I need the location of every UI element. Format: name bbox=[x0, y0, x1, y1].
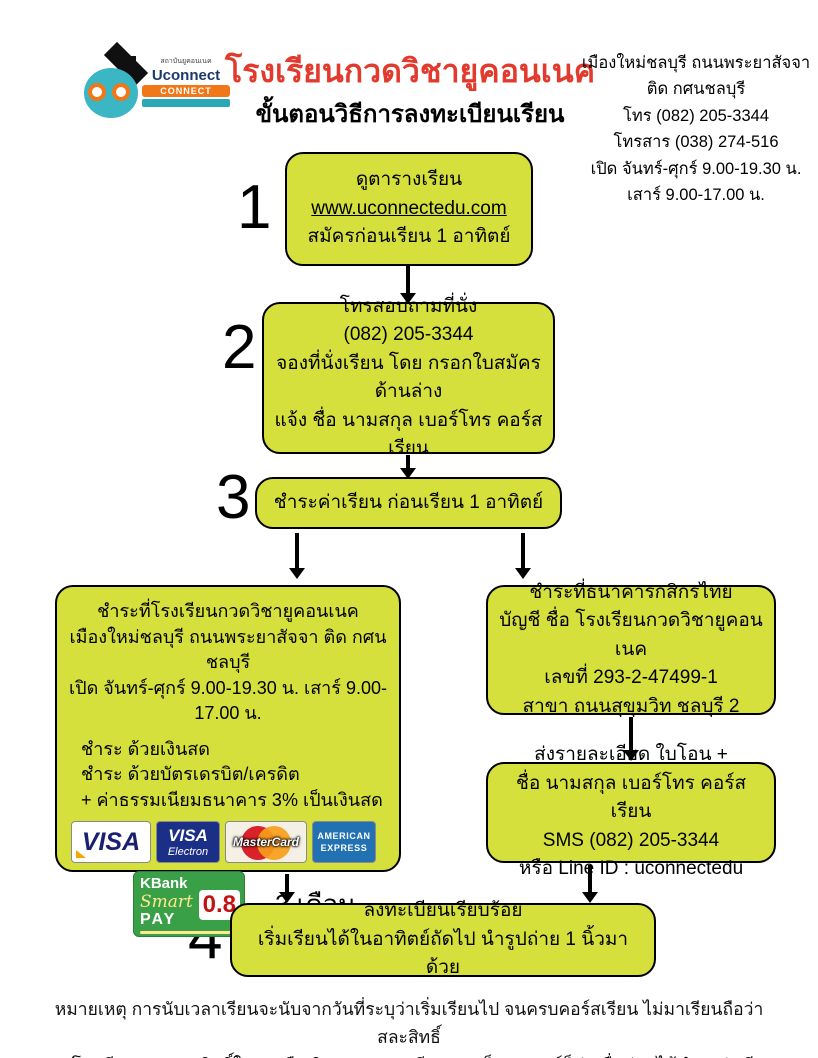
step4-line: เริ่มเรียนได้ในอาทิตย์ถัดไป นำรูปถ่าย 1 … bbox=[257, 928, 629, 979]
graduation-cap-base bbox=[118, 56, 136, 66]
mastercard-label: MasterCard bbox=[232, 834, 300, 849]
arrow-step2-to-step3 bbox=[400, 455, 416, 479]
glasses-left-lens-icon bbox=[88, 83, 106, 101]
pay-label: PAY bbox=[140, 911, 177, 929]
amex-logo: AMERICAN EXPRESS bbox=[312, 821, 376, 864]
glasses-right-lens-icon bbox=[112, 83, 130, 101]
step2-line: จองที่นั่งเรียน โดย กรอกใบสมัครด้านล่าง bbox=[276, 352, 541, 403]
pay-school-line: เปิด จันทร์-ศุกร์ 9.00-19.30 น. เสาร์ 9.… bbox=[69, 677, 387, 724]
step-1-box: ดูตารางเรียน www.uconnectedu.com สมัครก่… bbox=[285, 152, 533, 266]
logo-text: สถาบันยูคอนเนค Uconnect CONNECT bbox=[142, 56, 230, 107]
send-slip-line: ส่งรายละเอียด ใบโอน + bbox=[534, 744, 728, 766]
step1-line: สมัครก่อนเรียน 1 อาทิตย์ bbox=[307, 226, 511, 248]
step2-phone: (082) 205-3344 bbox=[343, 324, 474, 345]
send-slip-line: ชื่อ นามสกุล เบอร์โทร คอร์สเรียน bbox=[515, 772, 747, 823]
logo-top-text: สถาบันยูคอนเนค bbox=[160, 58, 212, 65]
arrow-step3-to-pay-bank bbox=[515, 533, 531, 579]
pay-method-line: ชำระ ด้วยบัตรเดรบิต/เครดิต bbox=[81, 764, 300, 785]
arrow-step1-to-step2 bbox=[400, 266, 416, 304]
amex-label-top: AMERICAN bbox=[317, 831, 371, 842]
arrow-slip-to-final bbox=[582, 865, 598, 903]
website-link: www.uconnectedu.com bbox=[311, 197, 507, 219]
mastercard-logo: MasterCard bbox=[225, 821, 307, 864]
pay-bank-line: บัญชี ชื่อ โรงเรียนกวดวิชายูคอนเนค bbox=[499, 610, 763, 660]
card-logos-row: VISA VISA Electron MasterCard AMERICAN E… bbox=[67, 821, 389, 864]
page-subtitle: ขั้นตอนวิธีการลงทะเบียนเรียน bbox=[255, 101, 565, 128]
visa-label: VISA bbox=[81, 827, 141, 856]
footnote: หมายเหตุ การนับเวลาเรียนจะนับจากวันที่ระ… bbox=[40, 995, 778, 1058]
contact-line: โทรสาร (038) 274-516 bbox=[613, 133, 779, 152]
amex-label-bottom: EXPRESS bbox=[320, 843, 368, 854]
step2-line: แจ้ง ชื่อ นามสกุล เบอร์โทร คอร์สเรียน bbox=[274, 409, 543, 460]
account-number: เลขที่ 293-2-47499-1 bbox=[544, 667, 718, 689]
send-slip-box: ส่งรายละเอียด ใบโอน + ชื่อ นามสกุล เบอร์… bbox=[486, 744, 776, 879]
step-number-1: 1 bbox=[237, 173, 272, 242]
electron-visa-label: VISA bbox=[168, 825, 208, 845]
pay-bank-line: สาขา ถนนสุขุมวิท ชลบุรี 2 bbox=[522, 695, 740, 717]
step3-line: ชำระค่าเรียน ก่อนเรียน 1 อาทิตย์ bbox=[273, 491, 544, 513]
logo-ribbon: CONNECT bbox=[142, 85, 230, 97]
uconnect-logo: สถาบันยูคอนเนค Uconnect CONNECT bbox=[78, 40, 230, 122]
pay-at-bank-box: ชำระที่ธนาคารกสิกรไทย บัญชี ชื่อ โรงเรีย… bbox=[486, 582, 776, 717]
contact-line: เปิด จันทร์-ศุกร์ 9.00-19.30 น. bbox=[590, 159, 802, 178]
mastercard-orange-circle bbox=[257, 826, 291, 861]
visa-electron-logo: VISA Electron bbox=[156, 821, 220, 864]
contact-line: เมืองใหม่ชลบุรี ถนนพระยาสัจจา bbox=[581, 54, 811, 72]
pay-school-header: ชำระที่โรงเรียนกวดวิชายูคอนเนค เมืองใหม่… bbox=[67, 599, 389, 727]
pay-bank-line: ชำระที่ธนาคารกสิกรไทย bbox=[529, 581, 733, 603]
rate-label: 0.8 bbox=[198, 890, 240, 921]
footnote-line: ทางโรงเรียนขอสงวนสิทธิ์ในการคืนเงิน การล… bbox=[40, 1051, 778, 1058]
line-id: หรือ Line ID : uconnectedu bbox=[518, 858, 744, 880]
step-number-3: 3 bbox=[216, 463, 251, 532]
logo-bar bbox=[142, 99, 230, 107]
arrow-bank-to-slip bbox=[623, 717, 639, 761]
pay-at-school-box: ชำระที่โรงเรียนกวดวิชายูคอนเนค เมืองใหม่… bbox=[55, 585, 401, 938]
step-2-box: โทรสอบถามที่นั่ง (082) 205-3344 จองที่นั… bbox=[262, 296, 555, 459]
kbank-label: KBank bbox=[140, 875, 188, 893]
step-number-2: 2 bbox=[222, 313, 257, 382]
footnote-line: หมายเหตุ การนับเวลาเรียนจะนับจากวันที่ระ… bbox=[54, 999, 764, 1047]
kbank-smartpay-logo: KBank Smart PAY 0.8 bbox=[133, 871, 245, 938]
contact-line: เสาร์ 9.00-17.00 น. bbox=[627, 185, 765, 204]
logo-name: Uconnect bbox=[151, 67, 221, 84]
step-4-box: ลงทะเบียนเรียบร้อย เริ่มเรียนได้ในอาทิตย… bbox=[230, 900, 656, 978]
step2-line: โทรสอบถามที่นั่ง bbox=[339, 295, 478, 317]
pay-methods: ชำระ ด้วยเงินสด ชำระ ด้วยบัตรเดรบิต/เครด… bbox=[67, 737, 389, 814]
sms-number: SMS (082) 205-3344 bbox=[542, 829, 720, 851]
arrow-school-to-final bbox=[279, 874, 295, 903]
mascot-face-icon bbox=[84, 68, 138, 118]
page-title: โรงเรียนกวดวิชายูคอนเนค bbox=[225, 53, 595, 89]
contact-line: ติด กศนชลบุรี bbox=[646, 80, 746, 99]
step-3-box: ชำระค่าเรียน ก่อนเรียน 1 อาทิตย์ bbox=[255, 477, 562, 529]
pay-school-line: ชำระที่โรงเรียนกวดวิชายูคอนเนค bbox=[97, 601, 359, 621]
pay-school-line: เมืองใหม่ชลบุรี ถนนพระยาสัจจา ติด กศนชลบ… bbox=[69, 626, 387, 673]
arrow-step3-to-pay-school bbox=[289, 533, 305, 579]
contact-line: โทร (082) 205-3344 bbox=[622, 106, 770, 125]
step1-line: ดูตารางเรียน bbox=[355, 169, 463, 191]
smart-label: Smart bbox=[140, 891, 193, 912]
visa-logo: VISA bbox=[71, 821, 151, 864]
contact-info: เมืองใหม่ชลบุรี ถนนพระยาสัจจา ติด กศนชลบ… bbox=[578, 50, 814, 208]
pay-method-line: ชำระ ด้วยเงินสด bbox=[81, 738, 210, 759]
electron-label: Electron bbox=[167, 845, 209, 858]
pay-method-line: + ค่าธรรมเนียมธนาคาร 3% เป็นเงินสด bbox=[81, 789, 383, 810]
step4-line: ลงทะเบียนเรียบร้อย bbox=[363, 900, 523, 922]
